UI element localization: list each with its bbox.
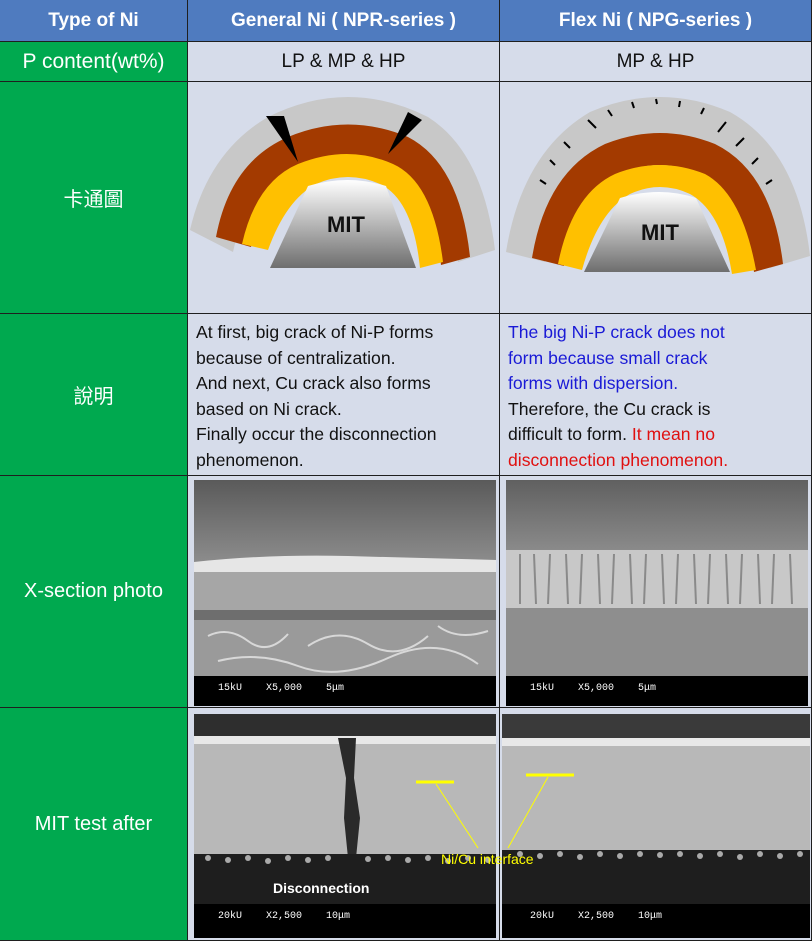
mit-label-right: MIT xyxy=(641,220,679,245)
sem-mit-flex: 20kU X2,500 10μm xyxy=(502,714,810,938)
ni-layer xyxy=(242,154,443,268)
mit-after-general: Disconnection 20kU X2,500 10μm xyxy=(188,708,500,941)
crack-wedge-right xyxy=(388,112,422,154)
ni-cu-interface-label: Ni/Cu interface xyxy=(441,851,534,867)
explanation-flex-red-text: It mean no xyxy=(631,424,715,445)
explanation-general: At first, big crack of Ni-P forms becaus… xyxy=(188,314,500,476)
xsection-flex: 15kU X5,000 5μm xyxy=(500,476,812,708)
cu-layer xyxy=(216,124,470,265)
mit-after-flex: 20kU X2,500 10μm xyxy=(500,708,812,941)
sem-xsection-flex: 15kU X5,000 5μm xyxy=(506,480,808,706)
explanation-general-line: because of centralization. xyxy=(196,347,396,368)
mit-block xyxy=(270,180,416,268)
outer-layer xyxy=(190,97,495,262)
interface-pointer xyxy=(507,776,549,849)
explanation-flex-blue-line: forms with dispersion. xyxy=(508,373,679,394)
header-general-ni: General Ni ( NPR-series ) xyxy=(188,0,500,42)
explanation-general-line: Finally occur the disconnection xyxy=(196,424,437,445)
sem-mit-general: Disconnection 20kU X2,500 10μm xyxy=(194,714,496,938)
cartoon-general: MIT xyxy=(188,82,500,314)
label-xsection: X-section photo xyxy=(0,476,188,708)
mit-block xyxy=(584,192,730,272)
scale-bar-text: 15kU X5,000 5μm xyxy=(530,682,656,694)
explanation-general-line: phenomenon. xyxy=(196,449,304,470)
explanation-flex-black-line: Therefore, the Cu crack is xyxy=(508,398,711,419)
interface-pointer xyxy=(435,783,479,849)
explanation-flex-red-line: disconnection phenomenon. xyxy=(508,449,729,470)
scale-bar-text: 20kU X2,500 10μm xyxy=(530,910,662,922)
crack-wedge-left xyxy=(266,116,298,162)
explanation-flex-black-text: difficult to form. xyxy=(508,424,632,445)
explanation-general-line: At first, big crack of Ni-P forms xyxy=(196,322,434,342)
cartoon-flex-diagram: MIT xyxy=(506,97,810,274)
header-flex-ni: Flex Ni ( NPG-series ) xyxy=(500,0,812,42)
explanation-general-line: And next, Cu crack also forms xyxy=(196,373,431,394)
cartoon-flex: MIT xyxy=(500,82,812,314)
scale-bar-text: 15kU X5,000 5μm xyxy=(218,682,344,694)
outer-layer xyxy=(506,97,810,268)
crack xyxy=(338,738,360,858)
small-cracks xyxy=(539,98,773,185)
p-content-flex: MP & HP xyxy=(500,42,812,82)
explanation-flex-blue-line: The big Ni-P crack does not xyxy=(508,322,725,342)
label-mit-after: MIT test after xyxy=(0,708,188,941)
ni-layer xyxy=(558,165,756,274)
explanation-general-line: based on Ni crack. xyxy=(196,398,342,419)
disconnection-label: Disconnection xyxy=(273,880,369,896)
cu-layer xyxy=(532,133,783,272)
cartoon-general-diagram: MIT xyxy=(190,97,495,268)
explanation-flex-blue-line: form because small crack xyxy=(508,347,708,368)
explanation-flex-mixed-line: difficult to form. It mean no xyxy=(508,422,803,448)
xsection-general: 15kU X5,000 5μm xyxy=(188,476,500,708)
scale-bar-text: 20kU X2,500 10μm xyxy=(218,910,350,922)
label-p-content: P content(wt%) xyxy=(0,42,188,82)
mit-label-left: MIT xyxy=(327,212,365,237)
explanation-flex: The big Ni-P crack does not form because… xyxy=(500,314,812,476)
label-cartoon: 卡通圖 xyxy=(0,82,188,314)
p-content-general: LP & MP & HP xyxy=(188,42,500,82)
label-explanation: 說明 xyxy=(0,314,188,476)
header-type-of-ni: Type of Ni xyxy=(0,0,188,42)
sem-xsection-general: 15kU X5,000 5μm xyxy=(194,480,496,706)
